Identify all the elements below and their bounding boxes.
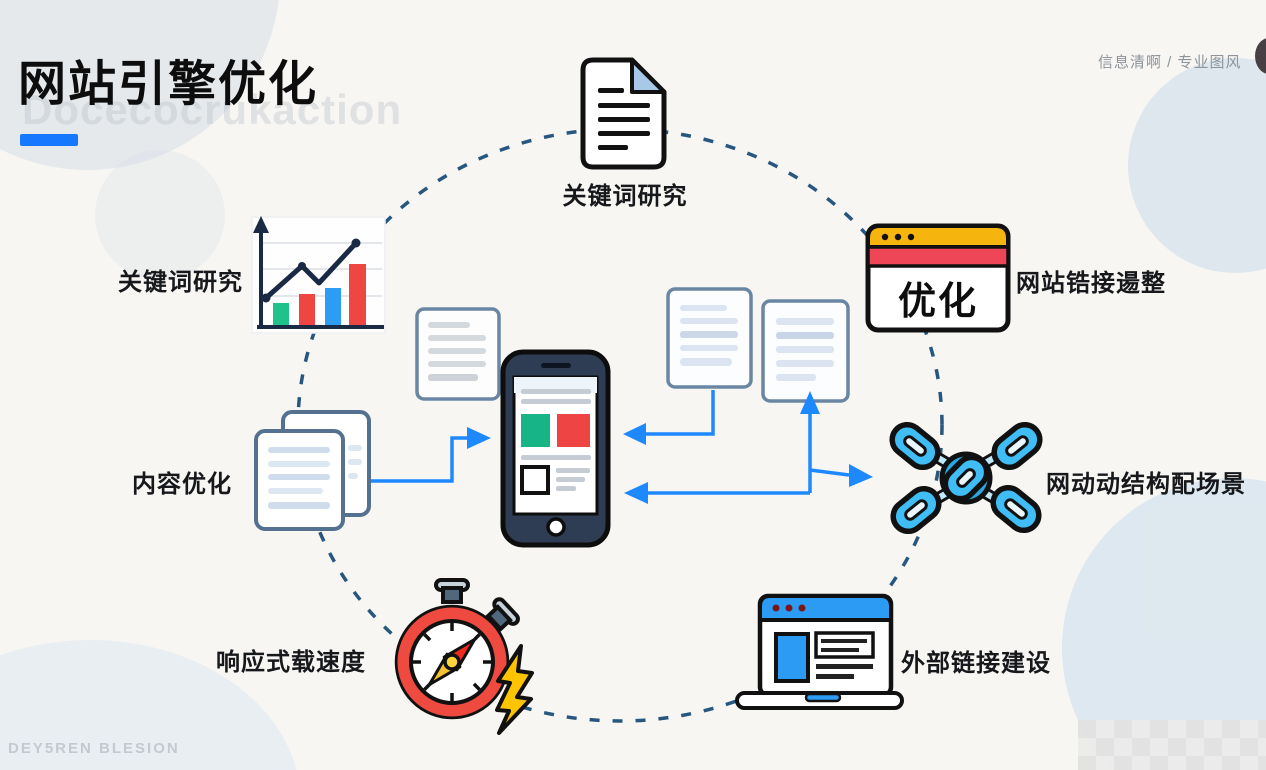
- mosaic-blur-patch: [1078, 720, 1266, 770]
- arrow-doc1-to-phone: [646, 390, 715, 436]
- page-title: 网站引擎优化: [18, 58, 319, 111]
- label-site-structure: 网动动结构配场景: [1046, 471, 1246, 498]
- bottom-left-watermark: DEY5REN BLESION: [8, 740, 180, 757]
- arrow-content-to-phone: [368, 436, 467, 483]
- label-content-optimization: 内容优化: [132, 471, 232, 498]
- stopwatch-icon: [394, 578, 534, 735]
- title-underline: [20, 134, 78, 146]
- arrow-to-chain: [809, 468, 850, 477]
- label-site-link-adjust: 网站锆接逿整: [1016, 270, 1166, 297]
- label-keyword-research-top: 关键词研究: [562, 183, 688, 210]
- documents-icon: [254, 410, 371, 531]
- chain-links-icon: [889, 421, 1043, 535]
- laptop-browser-icon: [735, 593, 904, 710]
- lightning-bolt-icon: [495, 644, 534, 735]
- label-keyword-research-chart: 关键词研究: [118, 269, 243, 296]
- label-external-links: 外部链接建设: [901, 650, 1051, 677]
- label-loading-speed: 响应式载速度: [216, 649, 366, 676]
- smartphone-icon: [500, 349, 611, 548]
- title-watermark: Docecocrukaction: [22, 86, 403, 133]
- page-card-right-1: [666, 287, 753, 389]
- document-icon: [580, 57, 667, 170]
- top-right-caption: 信息清啊 / 专业图风: [1098, 54, 1242, 71]
- flow-arrows: [368, 390, 873, 504]
- browser-optimize-label: 优化: [897, 280, 978, 323]
- page-card-right-2: [761, 299, 850, 403]
- bg-circle-left-small: [95, 150, 225, 280]
- corner-dot-decoration: [1255, 38, 1266, 74]
- page-card-left: [415, 307, 501, 401]
- browser-optimize-icon: [865, 223, 1011, 333]
- bar-chart-icon: [251, 216, 386, 334]
